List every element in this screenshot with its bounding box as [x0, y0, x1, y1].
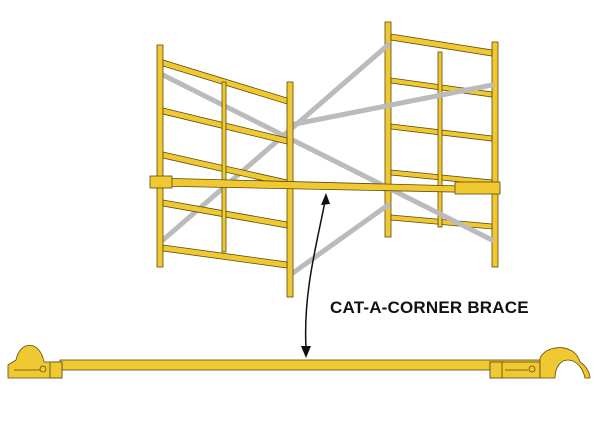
brace-label: CAT-A-CORNER BRACE — [330, 298, 529, 317]
arrow — [301, 193, 330, 358]
right-frame — [384, 21, 499, 268]
detail-brace — [7, 344, 591, 379]
installed-brace — [149, 175, 501, 195]
